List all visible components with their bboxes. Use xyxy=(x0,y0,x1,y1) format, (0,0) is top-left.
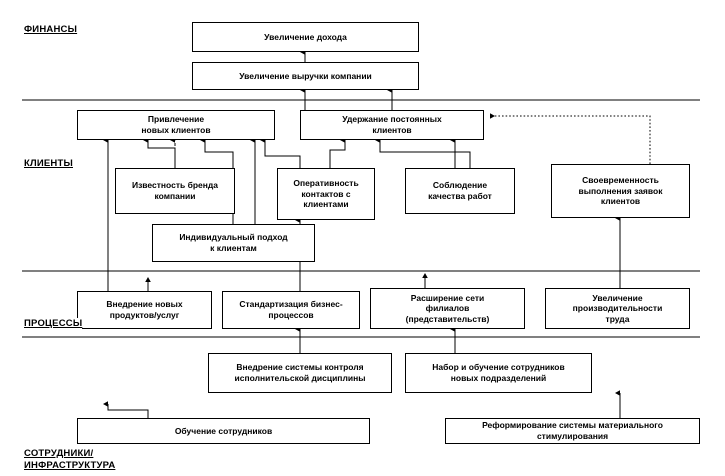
node-n15[interactable]: Набор и обучение сотрудников новых подра… xyxy=(405,353,592,393)
node-n2[interactable]: Увеличение выручки компании xyxy=(192,62,419,90)
perspective-label-staff: СОТРУДНИКИ/ ИНФРАСТРУКТУРА xyxy=(24,448,116,472)
node-n7[interactable]: Соблюдение качества работ xyxy=(405,168,515,214)
node-n17[interactable]: Реформирование системы материального сти… xyxy=(445,418,700,444)
c-n6-n4 xyxy=(329,137,346,168)
node-n5[interactable]: Известность бренда компании xyxy=(115,168,235,214)
c-n8-n4 xyxy=(490,113,651,164)
perspective-label-clients: КЛИЕНТЫ xyxy=(24,158,73,170)
c-n5-n3 xyxy=(142,137,176,168)
c-n16-n10 xyxy=(102,401,149,418)
c-n7-n4b xyxy=(374,137,471,168)
node-n13[interactable]: Увеличение производительности труда xyxy=(545,288,690,329)
c-n6-n3 xyxy=(259,137,301,168)
perspective-label-processes: ПРОЦЕССЫ xyxy=(24,318,83,330)
node-n9[interactable]: Индивидуальный подход к клиентам xyxy=(152,224,315,262)
node-n12[interactable]: Расширение сети филиалов (представительс… xyxy=(370,288,525,329)
node-n14[interactable]: Внедрение системы контроля исполнительск… xyxy=(208,353,392,393)
node-n3[interactable]: Привлечение новых клиентов xyxy=(77,110,275,140)
perspective-label-finance: ФИНАНСЫ xyxy=(24,24,78,36)
node-n4[interactable]: Удержание постоянных клиентов xyxy=(300,110,484,140)
node-n10[interactable]: Внедрение новых продуктов/услуг xyxy=(77,291,212,329)
node-n16[interactable]: Обучение сотрудников xyxy=(77,418,370,444)
node-n1[interactable]: Увеличение дохода xyxy=(192,22,419,52)
node-n11[interactable]: Стандартизация бизнес- процессов xyxy=(222,291,360,329)
node-n8[interactable]: Своевременность выполнения заявок клиент… xyxy=(551,164,690,218)
node-n6[interactable]: Оперативность контактов с клиентами xyxy=(277,168,375,220)
